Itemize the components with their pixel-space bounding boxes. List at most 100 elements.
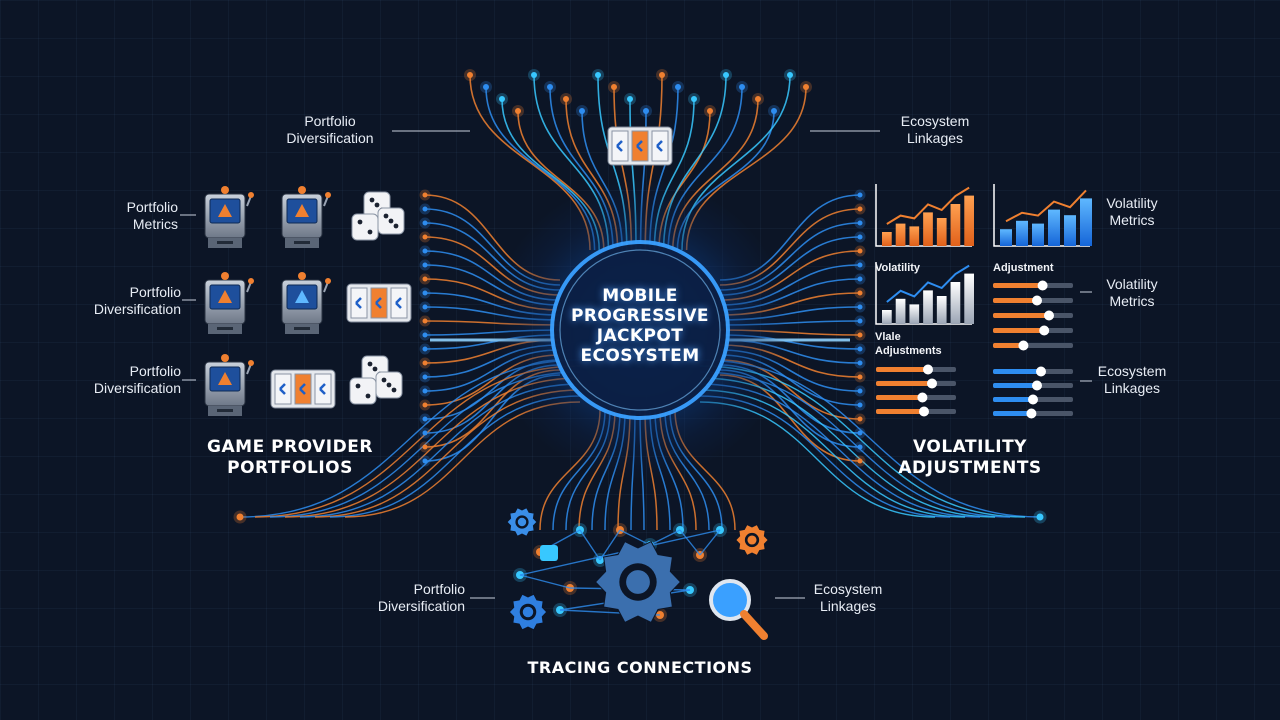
chart-bar: [1032, 223, 1044, 246]
slider-fill: [993, 313, 1049, 318]
node-dot: [422, 360, 428, 366]
node-dot: [691, 96, 697, 102]
node-dot: [707, 108, 713, 114]
lever-knob: [248, 278, 254, 284]
slider-knob: [1037, 280, 1048, 291]
slider-fill: [993, 328, 1045, 333]
node-dot: [857, 220, 863, 226]
reel: [314, 373, 332, 405]
slider-group-icon: [876, 364, 956, 417]
die-pip: [391, 387, 397, 393]
die-pip: [367, 229, 373, 235]
node-dot: [422, 234, 428, 240]
screen-symbol: [295, 204, 309, 217]
node-dot: [857, 332, 863, 338]
label-right-row1: Volatility Metrics: [1106, 195, 1158, 228]
slider-fill: [993, 383, 1037, 388]
gear-hub: [626, 570, 650, 594]
node-dot: [422, 332, 428, 338]
network-link: [649, 529, 681, 546]
node-dot: [422, 374, 428, 380]
hub-line: PROGRESSIVE: [571, 306, 709, 326]
reel-symbol: [636, 140, 643, 152]
gear-icon: [594, 540, 682, 624]
slider-fill: [876, 367, 928, 372]
reel-symbol: [395, 297, 402, 309]
hub-title: MOBILE PROGRESSIVE JACKPOT ECOSYSTEM: [540, 286, 740, 366]
handle: [740, 610, 768, 640]
chart-bar: [950, 204, 961, 246]
gear-hub: [517, 517, 527, 527]
node-dot: [422, 304, 428, 310]
die-pip: [372, 366, 378, 372]
slot-machine-icon: [204, 186, 254, 248]
reel-symbol: [616, 140, 623, 152]
panel-label-volatility: Volatility: [875, 262, 921, 274]
slider-knob: [1026, 408, 1037, 419]
node-dot: [563, 96, 569, 102]
slot-reels-icon: [346, 283, 412, 323]
die-pip: [365, 393, 371, 399]
gear-icon: [735, 523, 769, 557]
chart-bar: [936, 218, 947, 246]
chart-bar: [1048, 209, 1060, 246]
magnifier-icon: [709, 579, 768, 640]
chart-bar: [909, 304, 920, 324]
slider-knob: [1039, 325, 1050, 336]
reel-symbol: [299, 383, 306, 395]
node-dot: [422, 346, 428, 352]
node-dot: [857, 388, 863, 394]
slider-fill: [993, 283, 1043, 288]
node-dot: [857, 458, 863, 464]
lever-knob: [325, 278, 331, 284]
reel-symbol: [279, 383, 286, 395]
lever-knob: [325, 192, 331, 198]
node-dot: [422, 388, 428, 394]
slider-fill: [876, 395, 923, 400]
node-dot: [857, 416, 863, 422]
node-dot: [422, 206, 428, 212]
node-dot: [422, 444, 428, 450]
network-link: [699, 529, 721, 556]
label-top-right: Ecosystem Linkages: [900, 113, 970, 146]
bar-chart-icon: [993, 184, 1092, 247]
chart-trend: [1005, 189, 1087, 223]
node-dot: [771, 108, 777, 114]
machine-light: [221, 186, 229, 194]
slider-fill: [993, 298, 1037, 303]
network-link: [579, 529, 601, 561]
chart-bar: [964, 195, 974, 246]
node-dot: [857, 276, 863, 282]
hub-line: JACKPOT: [596, 326, 684, 346]
slider-knob: [1018, 340, 1029, 351]
network-link: [679, 529, 701, 556]
gear-icon: [508, 593, 548, 631]
lens: [709, 579, 751, 621]
slider-knob: [1044, 310, 1054, 321]
label-left-row1: Portfolio Metrics: [126, 199, 178, 232]
gear-icon: [506, 507, 538, 537]
die-pip: [355, 383, 361, 389]
reel-symbol: [319, 383, 326, 395]
die-pip: [381, 377, 387, 383]
node-dot: [675, 84, 681, 90]
node-dot: [422, 262, 428, 268]
node-dot: [515, 108, 521, 114]
panel-label-adjustment: Adjustment: [993, 262, 1054, 274]
slider-knob: [1036, 366, 1046, 377]
label-left-row2: Portfolio Diversification: [93, 284, 181, 317]
chart-bar: [895, 298, 906, 324]
reel: [294, 373, 312, 405]
node-dot: [857, 304, 863, 310]
die-pip: [388, 218, 394, 224]
node-dot: [857, 318, 863, 324]
node-dot: [422, 402, 428, 408]
node-dot: [755, 96, 761, 102]
chart-bar: [1016, 220, 1028, 246]
node-dot: [422, 318, 428, 324]
slider-group-icon: [993, 366, 1073, 419]
panel-label-adjustments: Vlale Adjustments: [875, 331, 942, 357]
node-dot: [857, 346, 863, 352]
